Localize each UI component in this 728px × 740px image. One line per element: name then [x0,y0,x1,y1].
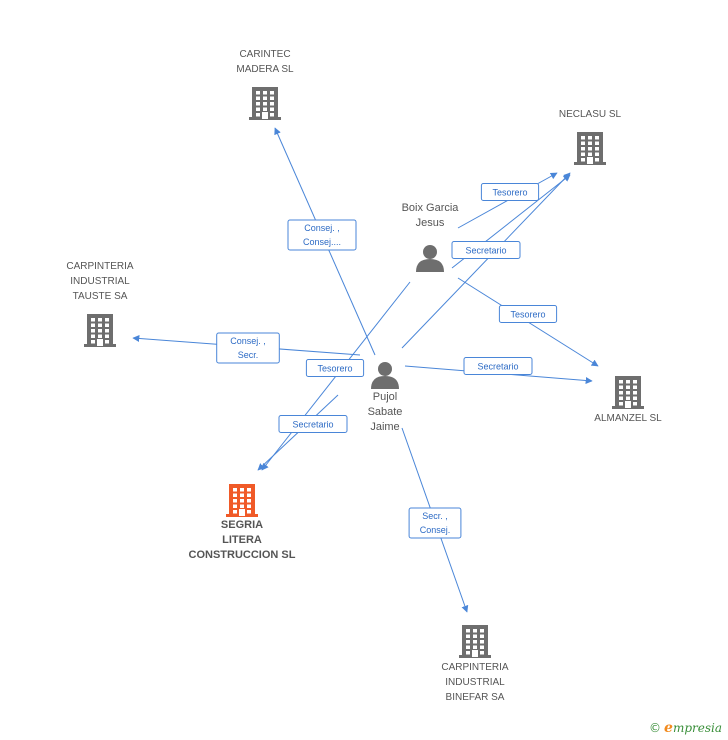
brand-logo-initial: e [664,720,673,736]
company-name: SEGRIA [221,519,263,531]
company-name: CARINTEC [239,49,290,60]
edge-pujol-neclasu [401,172,571,349]
role-label: Consej. , [304,223,340,233]
person-name: Sabate [368,406,403,418]
building-icon [226,484,258,517]
building-icon [249,87,281,120]
role-badge-pujol-neclasu[interactable]: Secretario [451,241,521,259]
role-label: Secr. , [422,511,448,521]
role-label: Secretario [465,246,506,256]
building-icon [612,376,644,409]
company-node-neclasu[interactable]: NECLASU SL [559,109,622,165]
role-badge-pujol-binefar[interactable]: Secr. , Consej. [408,507,462,539]
company-name: CARPINTERIA [441,662,509,673]
person-icon [416,245,444,272]
brand-logo-text: mpresia [672,721,722,735]
company-node-carintec[interactable]: CARINTEC MADERA SL [236,49,294,120]
person-name: Pujol [373,391,397,403]
role-badge-pujol-carintec[interactable]: Consej. , Consej.... [287,219,357,251]
role-label: Tesorero [317,364,352,374]
role-badge-pujol-segria[interactable]: Secretario [278,415,348,433]
role-label: Tesorero [510,310,545,320]
role-label: Tesorero [492,188,527,198]
role-badge-pujol-tauste[interactable]: Consej. , Secr. [216,332,280,364]
role-badge-boix-neclasu[interactable]: Tesorero [480,183,540,201]
company-name: ALMANZEL SL [594,413,662,424]
badges-layer: Consej. , Consej.... Consej. , Secr. Secreta… [216,183,558,539]
person-icon [371,362,399,389]
role-label: Consej. , [230,336,266,346]
role-badge-boix-segria[interactable]: Tesorero [305,359,365,377]
person-name: Boix Garcia [402,202,460,214]
role-badge-pujol-almanzel[interactable]: Secretario [463,357,533,375]
company-node-tauste[interactable]: CARPINTERIA INDUSTRIAL TAUSTE SA [66,261,134,347]
role-label: Secr. [238,350,259,360]
building-icon [459,625,491,658]
company-node-segria[interactable]: SEGRIA LITERA CONSTRUCCION SL [189,484,296,561]
role-label: Secretario [477,362,518,372]
company-name: TAUSTE SA [73,291,128,302]
company-name: CARPINTERIA [66,261,134,272]
company-name: INDUSTRIAL [445,677,505,688]
company-node-almanzel[interactable]: ALMANZEL SL [594,376,662,424]
company-node-binefar[interactable]: CARPINTERIA INDUSTRIAL BINEFAR SA [441,625,509,703]
company-name: BINEFAR SA [446,692,505,703]
brand-footer: ©empresia [649,720,722,736]
role-label: Consej.... [303,237,341,247]
nodes-layer: CARINTEC MADERA SL NECLASU SL CARPINTERIA IN… [66,49,662,703]
building-icon [84,314,116,347]
company-name: MADERA SL [236,64,294,75]
person-name: Jesus [416,217,445,229]
person-name: Jaime [370,421,399,433]
copyright-symbol: © [649,721,662,735]
role-badge-boix-almanzel[interactable]: Tesorero [498,305,558,323]
company-name: INDUSTRIAL [70,276,130,287]
company-name: CONSTRUCCION SL [189,549,296,561]
role-label: Secretario [292,420,333,430]
role-label: Consej. [420,525,451,535]
company-name: LITERA [222,534,262,546]
company-name: NECLASU SL [559,109,622,120]
building-icon [574,132,606,165]
